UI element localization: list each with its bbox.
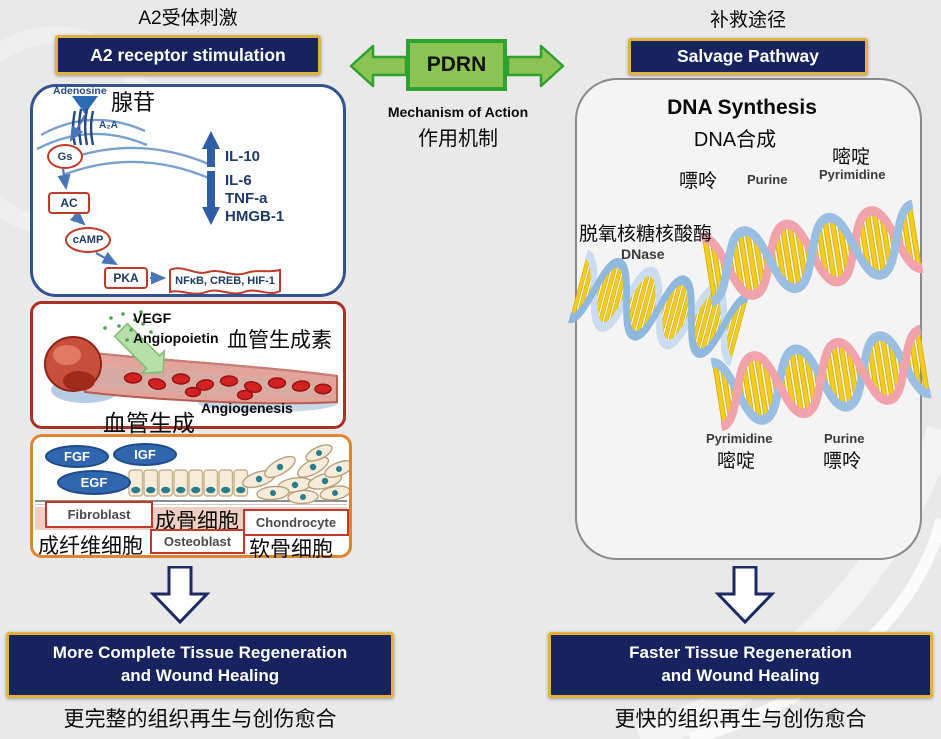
- moa-label: Mechanism of Action: [387, 104, 529, 120]
- right-title-zh: 补救途径: [709, 10, 786, 31]
- signaling-pathway-panel: Adenosine 腺苷 A₂A Gs AC cAMP PKA NFκB, CR…: [30, 84, 346, 297]
- left-outcome-box: More Complete Tissue Regeneration and Wo…: [6, 632, 394, 698]
- salvage-pathway-header: Salvage Pathway: [628, 38, 868, 75]
- dna-helix-blue: [568, 249, 750, 367]
- pdrn-right-arrow-icon: [507, 44, 565, 88]
- osteoblast-label-zh: 成骨细胞: [155, 510, 239, 533]
- right-outcome-line2: and Wound Healing: [661, 666, 820, 685]
- chondrocyte-label: Chondrocyte: [243, 509, 349, 536]
- dna-synthesis-label-zh: DNA合成: [693, 129, 777, 151]
- epithelial-cells: [128, 469, 249, 497]
- il10-label: IL-10: [225, 148, 261, 165]
- pyrimidine-bottom-label: Pyrimidine: [706, 431, 773, 446]
- signaling-graphic: [36, 96, 281, 294]
- left-title-zh: A2受体刺激: [138, 8, 238, 29]
- camp-node: cAMP: [65, 227, 111, 253]
- left-outcome-zh: 更完整的组织再生与创伤愈合: [63, 708, 337, 731]
- hmgb1-label: HMGB-1: [225, 208, 285, 225]
- left-outcome-line2: and Wound Healing: [120, 666, 280, 685]
- dna-synthesis-label: DNA Synthesis: [667, 96, 817, 119]
- pdrn-box: PDRN: [406, 39, 507, 91]
- pyrimidine-top-label: Pyrimidine: [819, 167, 886, 182]
- growth-factor-dots: [103, 310, 153, 342]
- transcription-factors-label: NFκB, CREB, HIF-1: [175, 275, 275, 287]
- red-blood-cells: [123, 372, 332, 401]
- fgf-badge: FGF: [45, 445, 109, 468]
- a2a-receptor-icon: [71, 108, 95, 146]
- moa-label-zh: 作用机制: [418, 128, 498, 150]
- igf-badge: IGF: [113, 443, 177, 466]
- angiopoietin-label: Angiopoietin: [133, 330, 219, 346]
- pyrimidine-top-zh: 嘧啶: [832, 147, 871, 168]
- ac-node: AC: [48, 192, 90, 214]
- chondrocyte-label-zh: 软骨细胞: [249, 538, 333, 561]
- transcription-banner-shape: [169, 267, 281, 294]
- blood-vessel-graphic: [44, 310, 338, 412]
- dna-synthesis-panel: DNA Synthesis DNA合成 嘧啶 Pyrimidine 嘌呤 Pur…: [568, 78, 932, 560]
- pyrimidine-bottom-zh: 嘧啶: [717, 451, 756, 472]
- a2a-receptor-label: A₂A: [99, 120, 118, 131]
- growth-factor-arrow-icon: [113, 322, 166, 375]
- tnfa-label: TNF-a: [225, 190, 268, 207]
- angiogenesis-label-zh: 血管生成: [103, 410, 195, 436]
- right-outcome-box: Faster Tissue Regeneration and Wound Hea…: [548, 632, 933, 698]
- vegf-label: VEGF: [133, 310, 172, 326]
- angiopoietin-label-zh: 血管生成素: [227, 329, 332, 352]
- downregulation-arrow-icon: [202, 171, 220, 225]
- pdrn-left-arrow-icon: [349, 44, 407, 88]
- right-down-arrow-icon: [715, 566, 775, 624]
- dna-helix-bottom-right: [710, 324, 932, 432]
- purine-top-label: Purine: [747, 172, 788, 187]
- gs-node: Gs: [47, 144, 83, 169]
- adenosine-ligand-icon: [72, 96, 98, 114]
- dnase-label-zh: 脱氧核糖核酸酶: [579, 224, 713, 245]
- left-outcome-line1: More Complete Tissue Regeneration: [52, 643, 348, 663]
- fibroblast-label: Fibroblast: [45, 501, 153, 528]
- fibroblast-label-zh: 成纤维细胞: [38, 535, 143, 558]
- spindle-cells: [241, 444, 349, 505]
- right-outcome-line1: Faster Tissue Regeneration: [629, 643, 852, 663]
- adenosine-label-zh: 腺苷: [111, 90, 156, 115]
- left-down-arrow-icon: [150, 566, 210, 624]
- growth-factors-panel: FGF IGF EGF Fibroblast 成骨细胞 Chondrocyte …: [30, 434, 352, 561]
- purine-bottom-label: Purine: [824, 431, 865, 446]
- purine-bottom-zh: 嘌呤: [823, 451, 862, 472]
- adenosine-label: Adenosine: [53, 85, 107, 97]
- egf-badge: EGF: [57, 470, 131, 495]
- signal-arrows: [57, 114, 167, 285]
- dna-helix-top-right: [700, 199, 924, 307]
- pka-node: PKA: [104, 267, 148, 289]
- purine-top-zh: 嘌呤: [679, 171, 718, 192]
- il6-label: IL-6: [225, 172, 252, 189]
- upregulation-arrow-icon: [202, 131, 220, 167]
- angiogenesis-panel: VEGF Angiopoietin 血管生成素 Angiogenesis 血管生…: [30, 301, 346, 436]
- dnase-label: DNase: [621, 246, 665, 262]
- osteoblast-label: Osteoblast: [150, 529, 245, 554]
- a2-receptor-header: A2 receptor stimulation: [55, 35, 321, 75]
- right-outcome-zh: 更快的组织再生与创伤愈合: [614, 708, 867, 731]
- angiogenesis-label: Angiogenesis: [201, 400, 293, 416]
